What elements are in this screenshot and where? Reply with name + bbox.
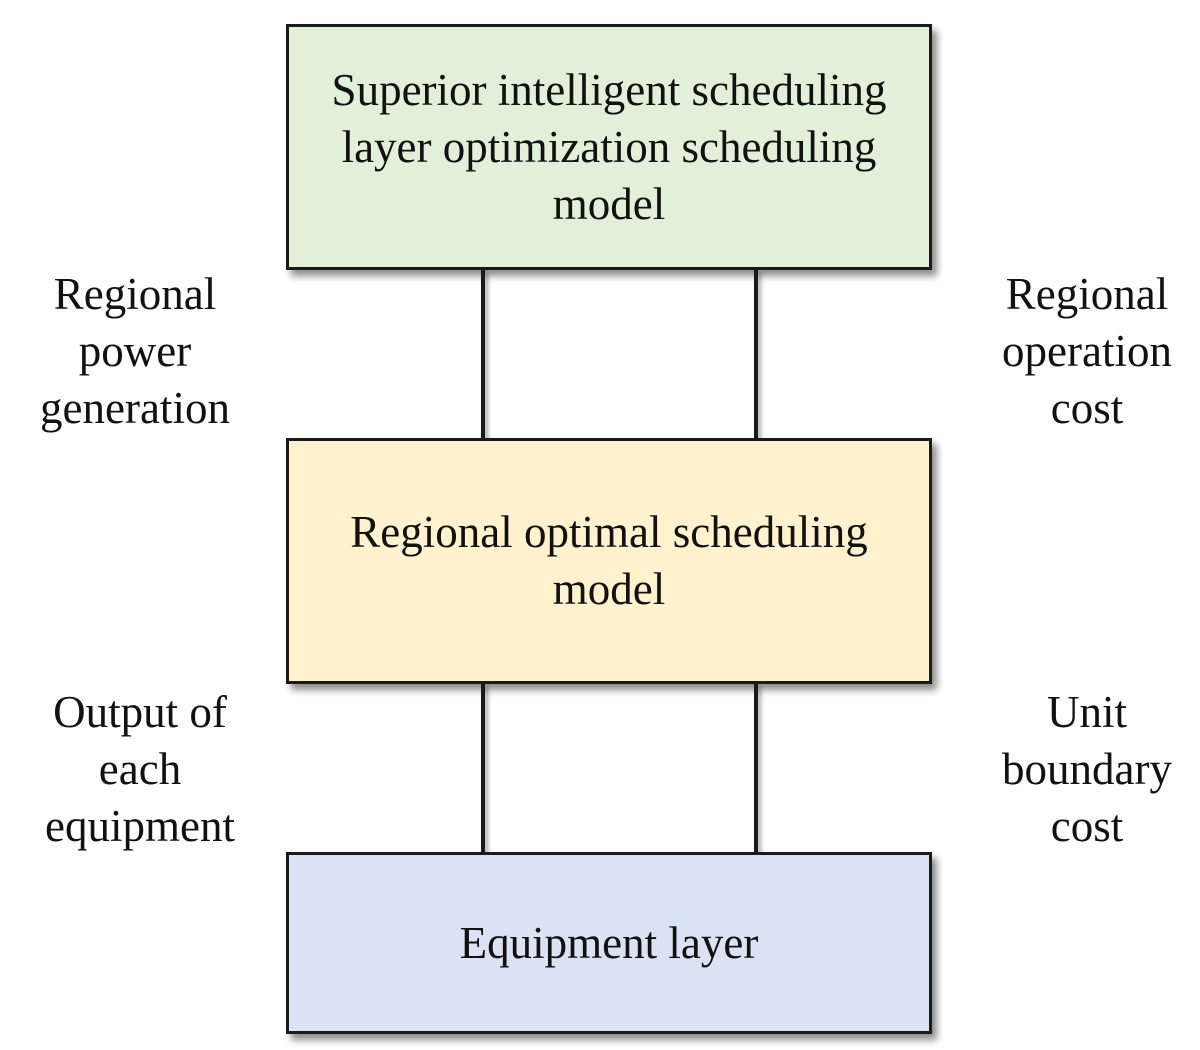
regional-scheduling-model-box: Regional optimal scheduling model [286,438,932,684]
connector-top-left [481,270,485,438]
connector-bottom-left [481,684,485,852]
regional-power-generation-label: Regional power generation [40,269,230,433]
unit-boundary-cost-label: Unit boundary cost [1002,687,1172,851]
connector-top-right [754,270,758,438]
superior-scheduling-layer-label: Superior intelligent scheduling layer op… [331,64,887,229]
output-of-each-equipment-label: Output of each equipment [45,687,235,851]
regional-scheduling-model-label: Regional optimal scheduling model [350,507,868,614]
superior-scheduling-layer-box: Superior intelligent scheduling layer op… [286,24,932,270]
equipment-layer-box: Equipment layer [286,852,932,1034]
connector-bottom-right [754,684,758,852]
equipment-layer-label: Equipment layer [459,917,759,968]
regional-operation-cost-label: Regional operation cost [1002,269,1172,433]
